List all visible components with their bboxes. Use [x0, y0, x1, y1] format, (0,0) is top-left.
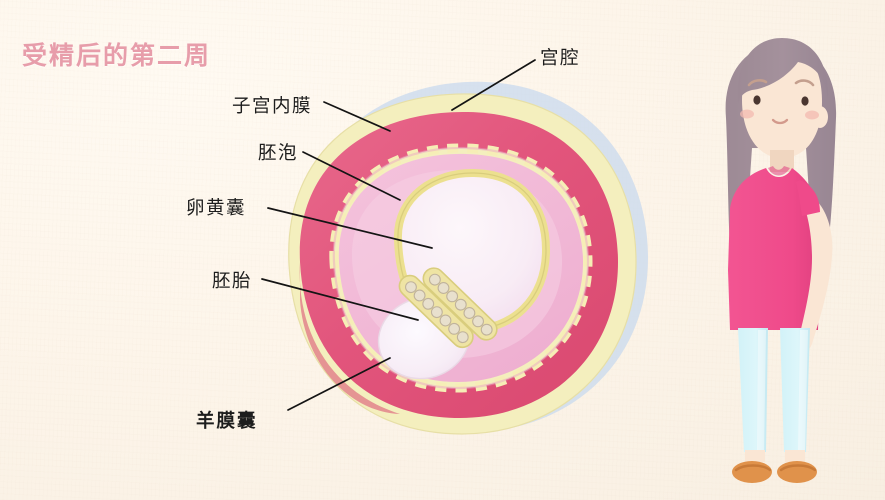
- leg-left: [738, 328, 768, 452]
- embryo-cells-upper: [428, 273, 493, 336]
- neck: [770, 150, 794, 172]
- leader-embryo: [261, 278, 419, 321]
- leader-uterine-cavity: [451, 59, 536, 111]
- shoes: [732, 461, 817, 483]
- page-title: 受精后的第二周: [22, 42, 212, 70]
- right-arm: [796, 180, 833, 354]
- label-uterine-cavity: 宫腔: [540, 47, 581, 68]
- leader-lines: [261, 59, 536, 411]
- facial-features: [740, 79, 819, 125]
- label-endometrium: 子宫内膜: [232, 95, 313, 116]
- ankles: [745, 450, 805, 462]
- eyebrow-left: [747, 79, 768, 87]
- shoe-right: [777, 461, 817, 483]
- eyebrow-right: [794, 79, 815, 87]
- label-yolk-sac: 卵黄囊: [186, 197, 247, 218]
- leader-yolk-sac: [267, 207, 433, 249]
- embryo-cells-lower: [405, 281, 469, 344]
- eye-right: [801, 96, 809, 106]
- label-blastocyst: 胚泡: [258, 142, 299, 163]
- blush-right: [805, 110, 819, 120]
- pink-tunic: [728, 166, 820, 330]
- leader-blastocyst: [302, 151, 401, 201]
- mouth: [771, 118, 789, 125]
- hair-fringe: [737, 38, 829, 104]
- leader-amniotic-sac: [287, 357, 391, 411]
- leg-right: [780, 328, 810, 452]
- label-amniotic-sac: 羊膜囊: [196, 410, 258, 431]
- eye-left: [753, 95, 761, 105]
- blush-left: [740, 109, 754, 119]
- shoe-left: [732, 461, 772, 483]
- embryonic-disc: [398, 267, 498, 349]
- legs-leggings: [738, 328, 810, 452]
- label-embryo: 胚胎: [212, 270, 253, 291]
- decidua-dashed-ring: [329, 143, 593, 393]
- leader-endometrium: [323, 101, 391, 132]
